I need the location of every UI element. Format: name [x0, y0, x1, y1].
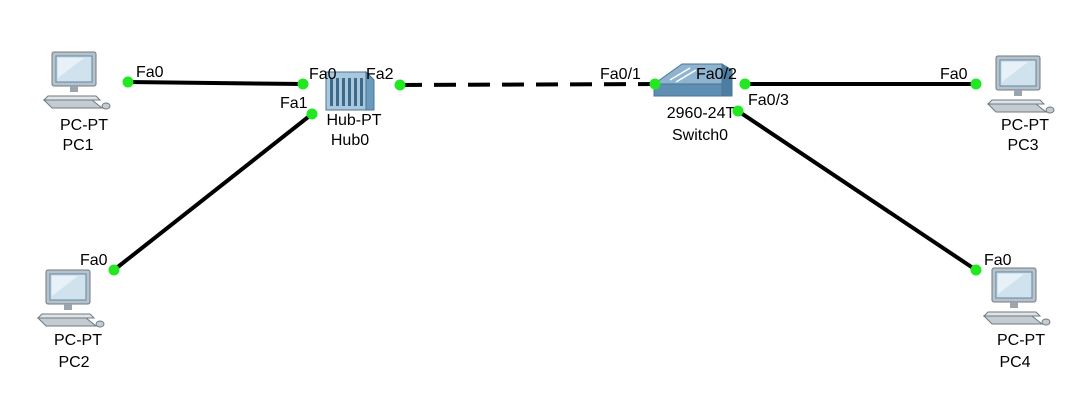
device-model-label: PC-PT [997, 332, 1045, 349]
link-hub0-switch0[interactable] [399, 82, 656, 87]
port-status-dot [739, 78, 751, 90]
switch-icon [652, 63, 733, 97]
port-status-dot [649, 78, 661, 90]
port-label-hub-fa2: Fa2 [366, 66, 394, 83]
port-label-sw-fa02: Fa0/2 [696, 66, 737, 83]
port-label-hub-fa1: Fa1 [280, 95, 308, 112]
port-status-dot [297, 78, 309, 90]
device-hub0[interactable]: Hub-PT Hub0 [325, 70, 382, 149]
device-pc2[interactable]: PC-PT PC2 [37, 269, 105, 371]
device-name-label: PC4 [999, 354, 1030, 371]
pc-icon [37, 269, 105, 328]
port-status-dot [108, 264, 120, 276]
device-pc4[interactable]: PC-PT PC4 [983, 267, 1051, 371]
device-pc3[interactable]: PC-PT PC3 [987, 55, 1055, 154]
port-status-dot [970, 264, 982, 276]
port-label-pc4-fa0: Fa0 [984, 252, 1012, 269]
device-name-label: PC1 [62, 137, 93, 154]
port-status-dot [306, 108, 318, 120]
port-label-pc3-fa0: Fa0 [940, 66, 968, 83]
port-status-dot [732, 105, 744, 117]
port-status-dot [122, 76, 134, 88]
port-label-pc2-fa0: Fa0 [80, 252, 108, 269]
port-indicators [108, 76, 982, 276]
hub-icon [325, 70, 375, 111]
port-label-hub-fa0: Fa0 [309, 66, 337, 83]
port-status-dot [970, 78, 982, 90]
device-model-label: PC-PT [54, 332, 102, 349]
pc-icon [987, 55, 1055, 114]
device-pc1[interactable]: PC-PT PC1 [43, 51, 111, 154]
device-switch0[interactable]: 2960-24T Switch0 [652, 63, 736, 144]
device-name-label: Hub0 [331, 132, 369, 149]
link-pc2-hub0[interactable] [112, 112, 314, 272]
device-name-label: Switch0 [672, 127, 728, 144]
link-switch0-pc4[interactable] [736, 109, 978, 272]
device-model-label: PC-PT [60, 117, 108, 134]
link-pc1-hub0[interactable] [127, 80, 304, 86]
device-name-label: PC2 [58, 354, 89, 371]
device-model-label: Hub-PT [326, 112, 381, 129]
device-name-label: PC3 [1007, 137, 1038, 154]
port-label-sw-fa01: Fa0/1 [600, 66, 641, 83]
pc-icon [43, 51, 111, 110]
pc-icon [983, 267, 1051, 326]
port-status-dot [394, 79, 406, 91]
device-model-label: PC-PT [1001, 117, 1049, 134]
port-label-pc1-fa0: Fa0 [136, 64, 164, 81]
device-model-label: 2960-24T [667, 105, 736, 122]
port-label-sw-fa03: Fa0/3 [748, 92, 789, 109]
